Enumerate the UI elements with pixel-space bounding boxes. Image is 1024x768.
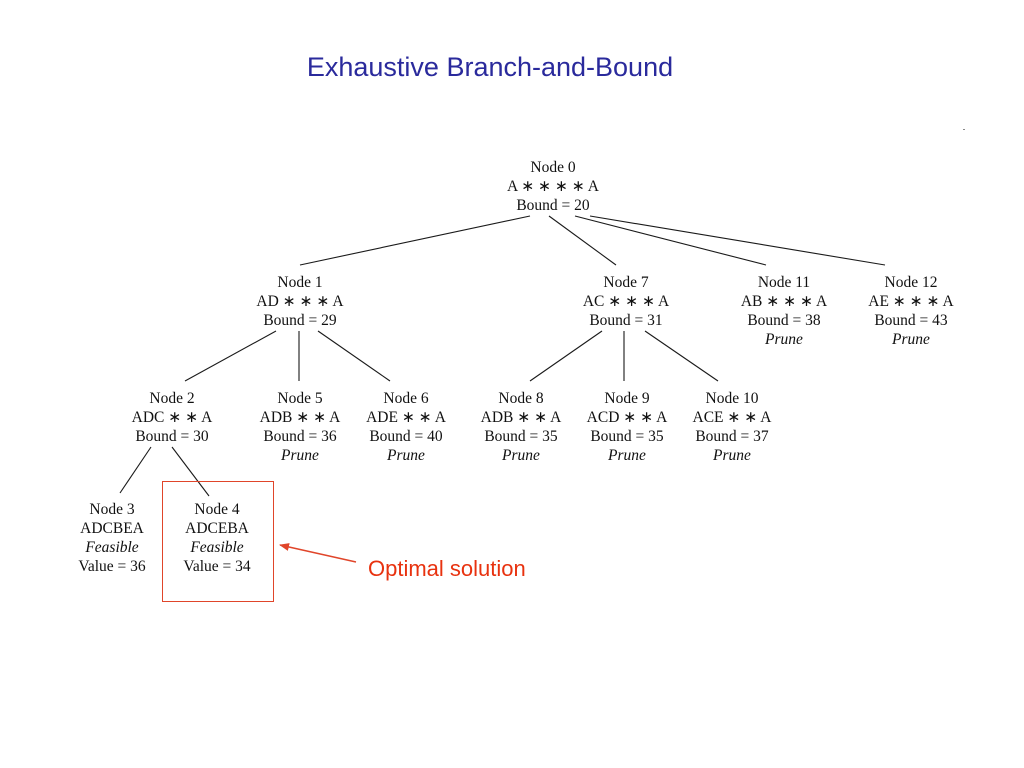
node-line: Prune [502, 447, 540, 464]
optimal-solution-highlight-box [162, 481, 274, 602]
tree-node-6: Node 6 ADE ∗ ∗ A Bound = 40 Prune [341, 389, 471, 465]
tree-node-7: Node 7 AC ∗ ∗ ∗ A Bound = 31 [561, 273, 691, 330]
node-line: Feasible [85, 539, 139, 556]
node-line: ADCEBA [185, 520, 249, 537]
edge-n0-to-n7 [548, 215, 617, 266]
edge-n0-to-n11 [574, 215, 767, 266]
node-line: Prune [281, 447, 319, 464]
node-line: Value = 34 [183, 558, 251, 575]
node-line: Bound = 35 [484, 428, 558, 445]
tree-node-1: Node 1 AD ∗ ∗ ∗ A Bound = 29 [235, 273, 365, 330]
node-line: Prune [713, 447, 751, 464]
node-line: ADB ∗ ∗ A [480, 409, 562, 426]
node-line: Bound = 29 [263, 312, 337, 329]
node-line: Bound = 37 [695, 428, 769, 445]
node-line: AC ∗ ∗ ∗ A [582, 293, 670, 310]
tree-node-2: Node 2 ADC ∗ ∗ A Bound = 30 [107, 389, 237, 446]
edge-n7-to-n10 [644, 330, 719, 382]
node-line: Prune [765, 331, 803, 348]
edge-n2-to-n4 [171, 446, 210, 497]
node-line: Bound = 20 [516, 197, 590, 214]
node-line: Node 8 [498, 390, 544, 407]
node-line: Prune [608, 447, 646, 464]
node-line: AD ∗ ∗ ∗ A [256, 293, 344, 310]
node-line: Prune [387, 447, 425, 464]
node-line: Node 7 [603, 274, 649, 291]
node-line: Bound = 40 [369, 428, 443, 445]
node-line: Bound = 38 [747, 312, 821, 329]
edge-n2-to-n3 [119, 446, 152, 494]
node-line: AE ∗ ∗ ∗ A [868, 293, 954, 310]
node-line: Bound = 35 [590, 428, 664, 445]
slide-title: Exhaustive Branch-and-Bound [306, 52, 674, 82]
edge-n7-to-n8 [529, 330, 603, 382]
tree-node-5: Node 5 ADB ∗ ∗ A Bound = 36 Prune [235, 389, 365, 465]
edge-n0-to-n12 [589, 215, 886, 266]
node-line: Node 10 [705, 390, 759, 407]
tree-node-0: Node 0 A ∗ ∗ ∗ ∗ A Bound = 20 [488, 158, 618, 215]
node-line: Prune [892, 331, 930, 348]
node-line: Node 0 [530, 159, 576, 176]
tree-node-10: Node 10 ACE ∗ ∗ A Bound = 37 Prune [667, 389, 797, 465]
node-line: Node 6 [383, 390, 429, 407]
node-line: Bound = 31 [589, 312, 663, 329]
corner-dot [963, 129, 965, 130]
node-line: Node 2 [149, 390, 195, 407]
node-line: ADB ∗ ∗ A [259, 409, 341, 426]
node-line: Node 4 [194, 501, 240, 518]
node-line: Node 9 [604, 390, 650, 407]
node-line: Node 12 [884, 274, 938, 291]
node-line: A ∗ ∗ ∗ ∗ A [506, 178, 599, 195]
node-line: Bound = 36 [263, 428, 337, 445]
edge-n1-to-n2 [184, 330, 277, 382]
node-line: ADC ∗ ∗ A [131, 409, 213, 426]
tree-node-11: Node 11 AB ∗ ∗ ∗ A Bound = 38 Prune [719, 273, 849, 349]
edge-n0-to-n1 [299, 215, 531, 266]
tree-node-9: Node 9 ACD ∗ ∗ A Bound = 35 Prune [562, 389, 692, 465]
node-line: Node 1 [277, 274, 323, 291]
node-line: ACD ∗ ∗ A [586, 409, 668, 426]
node-line: Value = 36 [78, 558, 146, 575]
tree-node-12: Node 12 AE ∗ ∗ ∗ A Bound = 43 Prune [846, 273, 976, 349]
optimal-solution-label: Optimal solution [368, 556, 526, 581]
node-line: Feasible [190, 539, 244, 556]
node-line: Bound = 30 [135, 428, 209, 445]
node-line: Node 11 [757, 274, 811, 291]
node-line: Bound = 43 [874, 312, 948, 329]
tree-node-8: Node 8 ADB ∗ ∗ A Bound = 35 Prune [456, 389, 586, 465]
node-line: AB ∗ ∗ ∗ A [740, 293, 828, 310]
callout-arrow-line [279, 543, 357, 563]
node-line: ADE ∗ ∗ A [366, 409, 446, 426]
node-line: Node 3 [89, 501, 135, 518]
node-line: Node 5 [277, 390, 323, 407]
node-line: ADCBEA [80, 520, 144, 537]
node-line: ACE ∗ ∗ A [692, 409, 772, 426]
edge-n1-to-n6 [317, 330, 391, 382]
